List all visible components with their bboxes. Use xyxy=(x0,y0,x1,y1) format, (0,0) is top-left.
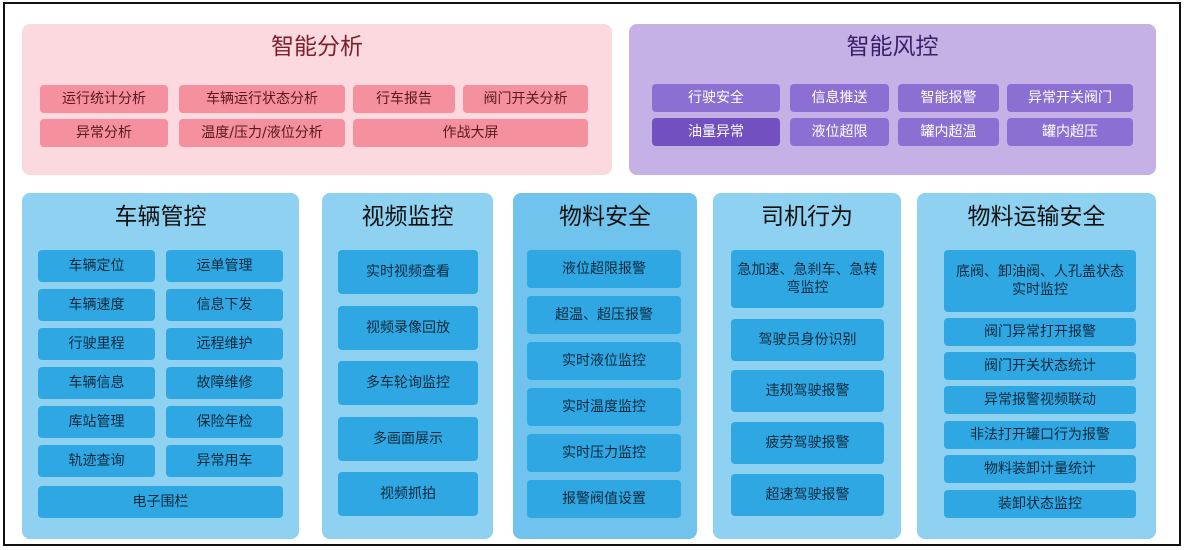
chip-valve-manhole-monitoring: 底阀、卸油阀、人孔盖状态实时监控 xyxy=(944,250,1136,312)
chip-tank-overtemp: 罐内超温 xyxy=(898,118,999,146)
material-transport-safety-title: 物料运输安全 xyxy=(967,204,1106,230)
chip-abnormal-valve: 异常开关阀门 xyxy=(1007,84,1133,112)
chip-live-video: 实时视频查看 xyxy=(338,250,478,294)
chip-remote-maintenance: 远程维护 xyxy=(166,328,283,360)
chip-anomaly-analysis: 异常分析 xyxy=(40,119,168,147)
chip-alarm-video-linkage: 异常报警视频联动 xyxy=(944,386,1136,414)
chip-valve-analysis: 阀门开关分析 xyxy=(463,85,588,113)
vehicle-control-title: 车辆管控 xyxy=(114,204,207,230)
smart-risk-panel: 智能风控 行驶安全 信息推送 智能报警 异常开关阀门 油量异常 液位超限 罐内超… xyxy=(629,24,1156,175)
chip-multi-vehicle-polling: 多车轮询监控 xyxy=(338,361,478,405)
chip-harsh-driving: 急加速、急刹车、急转弯监控 xyxy=(731,250,884,308)
chip-geofence: 电子围栏 xyxy=(38,486,283,518)
chip-depot-management: 库站管理 xyxy=(38,406,155,438)
chip-fault-repair: 故障维修 xyxy=(166,367,283,399)
chip-alarm-threshold-setting: 报警阀值设置 xyxy=(527,480,681,518)
chip-mileage: 行驶里程 xyxy=(38,328,155,360)
material-transport-safety-panel: 物料运输安全 底阀、卸油阀、人孔盖状态实时监控 阀门异常打开报警 阀门开关状态统… xyxy=(917,193,1156,539)
chip-loading-status-monitoring: 装卸状态监控 xyxy=(944,490,1136,518)
smart-analysis-title: 智能分析 xyxy=(271,34,363,60)
chip-realtime-level: 实时液位监控 xyxy=(527,342,681,380)
chip-command-screen: 作战大屏 xyxy=(353,119,588,147)
chip-multi-screen: 多画面展示 xyxy=(338,417,478,461)
chip-info-push: 信息推送 xyxy=(790,84,889,112)
chip-valve-status-stats: 阀门开关状态统计 xyxy=(944,352,1136,380)
chip-realtime-temperature: 实时温度监控 xyxy=(527,388,681,426)
chip-driver-identification: 驾驶员身份识别 xyxy=(731,319,884,361)
chip-message-dispatch: 信息下发 xyxy=(166,289,283,321)
chip-vehicle-location: 车辆定位 xyxy=(38,250,155,282)
chip-tank-overpressure: 罐内超压 xyxy=(1007,118,1133,146)
chip-temp-pressure-level-analysis: 温度/压力/液位分析 xyxy=(179,119,345,147)
chip-driving-report: 行车报告 xyxy=(353,85,455,113)
video-monitoring-panel: 视频监控 实时视频查看 视频录像回放 多车轮询监控 多画面展示 视频抓拍 xyxy=(322,193,493,539)
driver-behavior-title: 司机行为 xyxy=(761,204,853,230)
chip-level-overlimit: 液位超限 xyxy=(790,118,889,146)
chip-vehicle-speed: 车辆速度 xyxy=(38,289,155,321)
material-safety-title: 物料安全 xyxy=(559,204,651,230)
chip-video-snapshot: 视频抓拍 xyxy=(338,472,478,516)
chip-level-overlimit-alarm: 液位超限报警 xyxy=(527,250,681,288)
chip-video-playback: 视频录像回放 xyxy=(338,306,478,350)
chip-abnormal-usage: 异常用车 xyxy=(166,445,283,477)
material-safety-panel: 物料安全 液位超限报警 超温、超压报警 实时液位监控 实时温度监控 实时压力监控… xyxy=(513,193,697,539)
chip-vehicle-info: 车辆信息 xyxy=(38,367,155,399)
chip-speeding-alarm: 超速驾驶报警 xyxy=(731,474,884,516)
chip-illegal-tank-open-alarm: 非法打开罐口行为报警 xyxy=(944,421,1136,449)
chip-waybill-management: 运单管理 xyxy=(166,250,283,282)
chip-realtime-pressure: 实时压力监控 xyxy=(527,434,681,472)
chip-fatigue-alarm: 疲劳驾驶报警 xyxy=(731,422,884,464)
chip-track-query: 轨迹查询 xyxy=(38,445,155,477)
smart-risk-title: 智能风控 xyxy=(846,34,939,60)
smart-analysis-panel: 智能分析 运行统计分析 车辆运行状态分析 行车报告 阀门开关分析 异常分析 温度… xyxy=(22,24,612,175)
chip-fuel-anomaly: 油量异常 xyxy=(652,118,780,146)
chip-driving-safety: 行驶安全 xyxy=(652,84,780,112)
video-monitoring-title: 视频监控 xyxy=(361,204,454,230)
chip-valve-abnormal-open-alarm: 阀门异常打开报警 xyxy=(944,318,1136,346)
chip-loading-metering-stats: 物料装卸计量统计 xyxy=(944,455,1136,483)
chip-overtemp-overpressure-alarm: 超温、超压报警 xyxy=(527,296,681,334)
chip-smart-alarm: 智能报警 xyxy=(898,84,999,112)
driver-behavior-panel: 司机行为 急加速、急刹车、急转弯监控 驾驶员身份识别 违规驾驶报警 疲劳驾驶报警… xyxy=(713,193,901,539)
chip-insurance-inspection: 保险年检 xyxy=(166,406,283,438)
chip-operation-stats: 运行统计分析 xyxy=(40,85,168,113)
chip-vehicle-status-analysis: 车辆运行状态分析 xyxy=(179,85,345,113)
vehicle-control-panel: 车辆管控 车辆定位 运单管理 车辆速度 信息下发 行驶里程 远程维护 车辆信息 … xyxy=(22,193,299,539)
chip-violation-alarm: 违规驾驶报警 xyxy=(731,370,884,412)
